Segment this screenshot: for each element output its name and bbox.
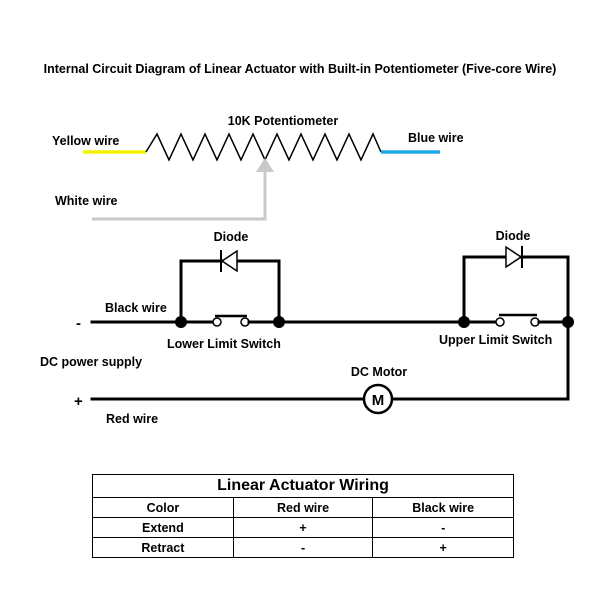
table-title-row: Linear Actuator Wiring	[92, 474, 514, 498]
wiring-table: Linear Actuator Wiring Color Red wire Bl…	[92, 474, 514, 558]
diode-right-label: Diode	[496, 229, 531, 243]
motor-symbol: M	[372, 392, 385, 409]
lower-switch-contact-left	[212, 317, 222, 327]
plus-sign: +	[74, 393, 83, 410]
upper-switch-node-left	[458, 316, 470, 328]
table-row: Extend + -	[92, 517, 514, 538]
red-wire-label: Red wire	[106, 412, 158, 426]
white-wire	[92, 170, 267, 221]
potentiometer-resistor	[145, 132, 382, 162]
upper-switch-contact-left	[495, 317, 505, 327]
right-diode-icon	[505, 245, 523, 269]
table-row: Retract - +	[92, 537, 514, 558]
wiper-arrowhead	[256, 158, 274, 172]
row-retract-black: +	[372, 537, 514, 558]
row-retract-red: -	[232, 537, 374, 558]
diagram-title: Internal Circuit Diagram of Linear Actua…	[44, 62, 557, 76]
dc-motor-label: DC Motor	[351, 365, 407, 379]
left-diode-loop	[179, 259, 281, 324]
upper-limit-switch-label: Upper Limit Switch	[439, 333, 552, 347]
header-color: Color	[92, 497, 234, 518]
row-extend-black: -	[372, 517, 514, 538]
yellow-wire-label: Yellow wire	[52, 134, 119, 148]
potentiometer-label: 10K Potentiometer	[228, 114, 339, 128]
blue-wire-label: Blue wire	[408, 131, 464, 145]
row-extend-label: Extend	[92, 517, 234, 538]
header-red-wire: Red wire	[232, 497, 374, 518]
row-extend-red: +	[232, 517, 374, 538]
lower-limit-switch-label: Lower Limit Switch	[167, 337, 281, 351]
minus-sign: -	[76, 315, 81, 332]
black-wire-label: Black wire	[105, 301, 167, 315]
table-header-row: Color Red wire Black wire	[92, 497, 514, 518]
diode-left-label: Diode	[214, 230, 249, 244]
row-retract-label: Retract	[92, 537, 234, 558]
right-diode-loop	[462, 255, 570, 324]
motor-icon	[362, 383, 394, 415]
white-wire-label: White wire	[55, 194, 118, 208]
dc-power-supply-label: DC power supply	[40, 355, 142, 369]
header-black-wire: Black wire	[372, 497, 514, 518]
lower-switch-node-left	[175, 316, 187, 328]
motor-return-wire	[390, 320, 570, 401]
table-title: Linear Actuator Wiring	[92, 474, 514, 498]
left-diode-icon	[220, 249, 238, 273]
